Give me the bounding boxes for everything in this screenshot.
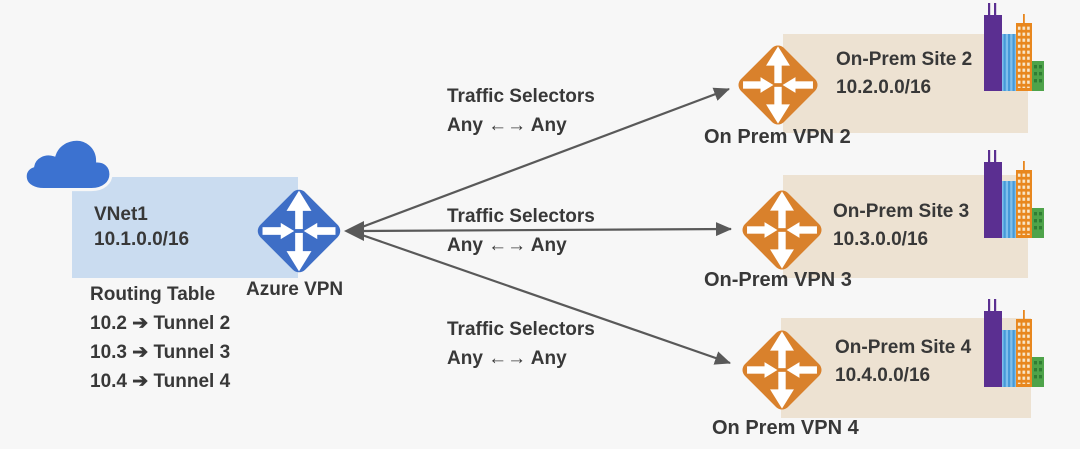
onprem-vpn-router-icon-3 (742, 190, 822, 270)
onprem-vpn-label-4: On Prem VPN 4 (712, 417, 859, 439)
routing-table-entry: 10.2 ➔ Tunnel 2 (90, 313, 231, 334)
buildings-icon (984, 299, 1044, 387)
buildings-icon (984, 150, 1044, 238)
vnet-name: VNet1 (94, 204, 148, 225)
azure-vpn-label: Azure VPN (246, 279, 344, 300)
site-text-3: On-Prem Site 3 10.3.0.0/16 (833, 198, 969, 254)
site-name: On-Prem Site 2 (836, 49, 973, 70)
azure-cloud-icon (23, 137, 113, 192)
connector-arrowhead-azure (344, 221, 364, 241)
traffic-selectors-title: Traffic Selectors (447, 206, 595, 227)
site-cidr: 10.4.0.0/16 (835, 365, 931, 386)
onprem-vpn-label-3: On-Prem VPN 3 (704, 269, 852, 291)
site-text-4: On-Prem Site 4 10.4.0.0/16 (835, 334, 971, 390)
onprem-vpn-label-2: On Prem VPN 2 (704, 126, 851, 148)
traffic-selectors-detail: Any ←→ Any (447, 115, 567, 136)
traffic-selector-label-1: Traffic Selectors Any ←→ Any (447, 82, 595, 140)
traffic-selectors-title: Traffic Selectors (447, 86, 595, 107)
site-text-2: On-Prem Site 2 10.2.0.0/16 (836, 46, 972, 102)
traffic-selectors-detail: Any ←→ Any (447, 348, 567, 369)
onprem-vpn-router-icon-4 (742, 330, 822, 410)
vnet-text: VNet1 10.1.0.0/16 (94, 202, 189, 252)
site-name: On-Prem Site 4 (835, 337, 972, 358)
traffic-selectors-detail: Any ←→ Any (447, 235, 567, 256)
azure-vpn-router-icon (257, 189, 341, 273)
onprem-vpn-router-icon-2 (738, 45, 818, 125)
routing-table: Routing Table 10.2 ➔ Tunnel 2 10.3 ➔ Tun… (90, 280, 230, 396)
site-cidr: 10.2.0.0/16 (836, 77, 932, 98)
routing-table-entry: 10.4 ➔ Tunnel 4 (90, 371, 231, 392)
routing-table-title: Routing Table (90, 284, 216, 305)
site-cidr: 10.3.0.0/16 (833, 229, 929, 250)
vnet-cidr: 10.1.0.0/16 (94, 229, 190, 250)
traffic-selector-label-3: Traffic Selectors Any ←→ Any (447, 315, 595, 373)
traffic-selector-label-2: Traffic Selectors Any ←→ Any (447, 202, 595, 260)
routing-table-entry: 10.3 ➔ Tunnel 3 (90, 342, 231, 363)
site-name: On-Prem Site 3 (833, 201, 970, 222)
buildings-icon (984, 3, 1044, 91)
traffic-selectors-title: Traffic Selectors (447, 319, 595, 340)
